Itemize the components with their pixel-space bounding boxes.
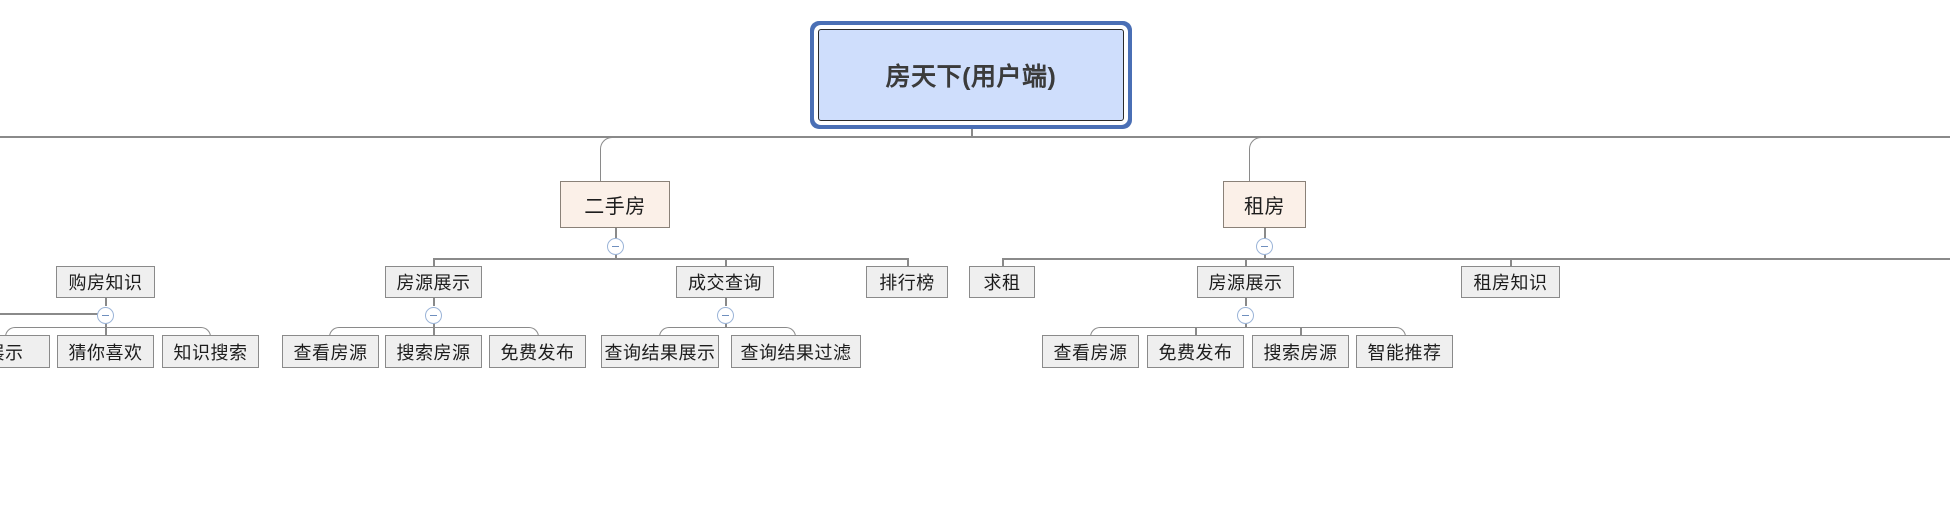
connector-fyz1-left-elbow [329,327,434,339]
leaf-zhanshi[interactable]: 展示 [0,335,50,368]
node-zufang-label: 租房 [1244,196,1285,218]
node-qiuzu[interactable]: 求租 [969,266,1035,298]
connector-fyz1-stem [433,297,435,306]
leaf-zhinengtuijian-label: 智能推荐 [1367,342,1442,363]
leaf-sousuofangyuan-2[interactable]: 搜索房源 [1252,335,1349,368]
connector-fyz2-right-elbow [1245,327,1406,339]
leaf-zhishisousuo[interactable]: 知识搜索 [162,335,259,368]
toggle-ershoufang[interactable] [607,238,624,255]
connector-bus-to-fangyuanzhanshi2 [1245,258,1247,267]
node-zufang[interactable]: 租房 [1223,181,1306,228]
toggle-chengjiaochaxun[interactable] [717,307,734,324]
connector-fyz2-drop-a [1195,327,1197,338]
node-goufangzhishi[interactable]: 购房知识 [56,266,155,298]
connector-bus-to-fangyuanzhanshi [433,258,435,267]
connector-ershoufang-bus [433,258,908,260]
leaf-mianfeifabu-1-label: 免费发布 [500,342,575,363]
leaf-chakanfangyuan-1[interactable]: 查看房源 [282,335,379,368]
connector-goufang-mid-drop [105,327,107,338]
connector-level2-spine [0,136,1950,138]
node-paihangbang-label: 排行榜 [879,273,935,293]
connector-bus-to-zufangzhishi [1510,258,1512,267]
connector-fyz1-right-elbow [433,327,539,339]
node-fangyuanzhanshi-ershoufang-label: 房源展示 [396,273,471,293]
connector-zufang-stem [1264,228,1266,238]
node-zufangzhishi-label: 租房知识 [1473,273,1548,293]
leaf-chakanfangyuan-1-label: 查看房源 [293,342,368,363]
leaf-chaxunjieguozhanshi[interactable]: 查询结果展示 [601,335,719,368]
connector-cjcx-left-elbow [659,327,726,339]
node-chengjiaochaxun-label: 成交查询 [688,273,762,293]
connector-left-bus-seg [0,313,105,315]
leaf-chakanfangyuan-2-label: 查看房源 [1053,342,1128,363]
node-fangyuanzhanshi-zufang-label: 房源展示 [1208,273,1283,293]
leaf-mianfeifabu-2-label: 免费发布 [1158,342,1233,363]
connector-cjcx-right-elbow [725,327,796,339]
connector-zufang-bus-clip [1002,258,1510,260]
minus-icon [612,245,619,248]
connector-ershoufang-stem [615,228,617,238]
root-node[interactable]: 房天下(用户端) [818,29,1124,121]
connector-goufang-right-elbow [105,327,211,339]
leaf-zhinengtuijian[interactable]: 智能推荐 [1356,335,1453,368]
toggle-zufang[interactable] [1256,238,1273,255]
minus-icon [722,314,729,317]
minus-icon [1242,314,1249,317]
leaf-chaxunjieguoguolu-label: 查询结果过滤 [740,342,852,363]
connector-goufangzhishi-stem [105,297,107,306]
node-fangyuanzhanshi-zufang[interactable]: 房源展示 [1197,266,1294,298]
leaf-sousuofangyuan-1-label: 搜索房源 [396,342,471,363]
node-chengjiaochaxun[interactable]: 成交查询 [676,266,774,298]
node-zufangzhishi[interactable]: 租房知识 [1461,266,1560,298]
connector-bus-to-chengjiaochaxun [725,258,727,267]
node-fangyuanzhanshi-ershoufang[interactable]: 房源展示 [385,266,482,298]
minus-icon [430,314,437,317]
connector-fyz2-stem [1245,297,1247,306]
toggle-fangyuanzhanshi-zufang[interactable] [1237,307,1254,324]
connector-fyz1-mid-drop [433,327,435,338]
leaf-sousuofangyuan-2-label: 搜索房源 [1263,342,1338,363]
connector-goufang-left-elbow [5,327,106,339]
connector-cjcx-stem [725,297,727,306]
connector-fyz2-left-elbow [1090,327,1246,339]
leaf-chaxunjieguozhanshi-label: 查询结果展示 [604,342,716,363]
leaf-caonixihuan-label: 猜你喜欢 [68,342,143,363]
leaf-chaxunjieguoguolu[interactable]: 查询结果过滤 [731,335,861,368]
connector-bus-to-qiuzu [1002,258,1004,267]
connector-fyz2-drop-b [1300,327,1302,338]
minus-icon [1261,245,1268,248]
leaf-mianfeifabu-1[interactable]: 免费发布 [489,335,586,368]
node-paihangbang[interactable]: 排行榜 [866,266,948,298]
node-goufangzhishi-label: 购房知识 [68,273,143,293]
root-node-label: 房天下(用户端) [885,63,1057,91]
toggle-fangyuanzhanshi-ershoufang[interactable] [425,307,442,324]
node-ershoufang[interactable]: 二手房 [560,181,670,228]
connector-to-zufang [1249,137,1266,182]
leaf-sousuofangyuan-1[interactable]: 搜索房源 [385,335,482,368]
node-qiuzu-label: 求租 [983,273,1021,293]
leaf-zhanshi-label: 展示 [0,342,24,363]
minus-icon [102,314,109,317]
connector-to-ershoufang [600,137,617,182]
leaf-caonixihuan[interactable]: 猜你喜欢 [57,335,154,368]
connector-bus-to-paihangbang [907,258,909,267]
leaf-zhishisousuo-label: 知识搜索 [173,342,248,363]
leaf-mianfeifabu-2[interactable]: 免费发布 [1147,335,1244,368]
toggle-goufangzhishi[interactable] [97,307,114,324]
node-ershoufang-label: 二手房 [584,196,646,218]
leaf-chakanfangyuan-2[interactable]: 查看房源 [1042,335,1139,368]
connector-root-stem [971,128,973,137]
